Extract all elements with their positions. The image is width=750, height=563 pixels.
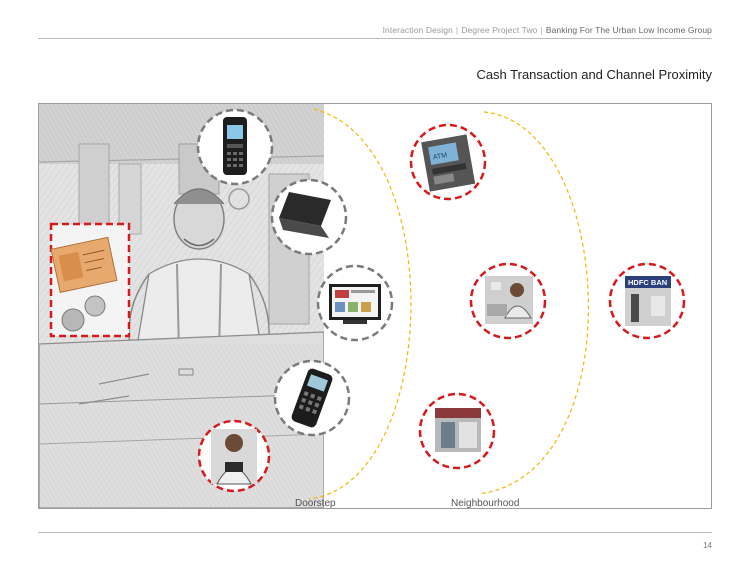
header-course: Interaction Design xyxy=(382,25,453,35)
bank-sign-text: HDFC BAN xyxy=(628,278,667,287)
header-topic: Banking For The Urban Low Income Group xyxy=(545,25,712,35)
mobile-phone-icon xyxy=(196,108,274,186)
zone-label-doorstep: Doorstep xyxy=(295,498,336,509)
desktop-computer-icon xyxy=(316,264,394,342)
header-separator: | xyxy=(540,25,543,35)
page-number: 14 xyxy=(703,541,712,550)
figure-panel: ATM HDFC BAN xyxy=(38,103,712,509)
card-terminal-icon xyxy=(273,359,351,437)
page-title: Cash Transaction and Channel Proximity xyxy=(476,67,712,82)
zone-label-neighbourhood: Neighbourhood xyxy=(451,498,519,509)
atm-icon: ATM xyxy=(409,123,487,201)
running-header: Interaction Design|Degree Project Two|Ba… xyxy=(383,25,712,35)
shopkeeper-icon xyxy=(197,419,271,493)
cash-icon xyxy=(49,222,131,338)
header-project: Degree Project Two xyxy=(461,25,538,35)
top-rule xyxy=(38,38,712,39)
bottom-rule xyxy=(38,532,712,533)
laptop-icon xyxy=(270,178,348,256)
bank-branch-icon: HDFC BAN xyxy=(608,262,686,340)
neighbourhood-store-icon xyxy=(418,392,496,470)
doorstep-boundary-curve xyxy=(308,108,412,500)
neighbourhood-boundary-curve xyxy=(478,111,589,495)
channel-proximity-diagram: ATM HDFC BAN xyxy=(49,108,686,509)
banking-agent-icon xyxy=(469,262,547,340)
shopkeeper-sketch xyxy=(39,104,324,508)
header-separator: | xyxy=(455,25,459,35)
atm-screen-text: ATM xyxy=(432,152,447,161)
